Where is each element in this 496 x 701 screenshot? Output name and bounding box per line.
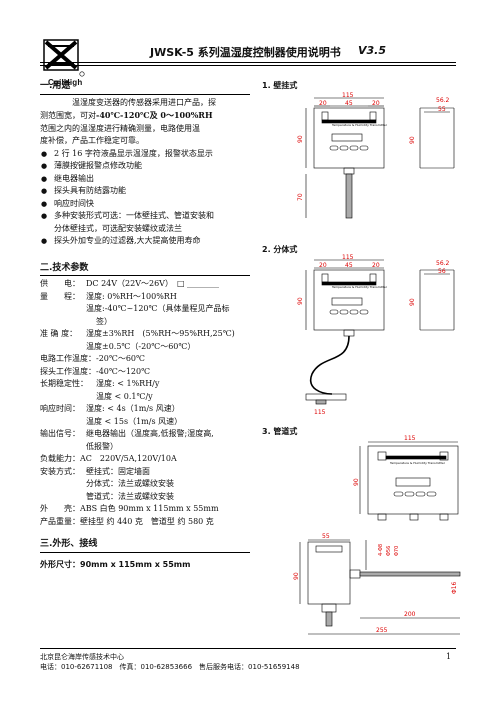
- spec-output: 输出信号：继电器输出（温度高,低报警;湿度高,: [40, 429, 214, 438]
- split-mount-drawing: 115 20 45 20 Temperature & Humidity Tran…: [297, 254, 455, 416]
- spec-range-temp-cont: 签）: [96, 316, 112, 326]
- svg-text:56.2: 56.2: [436, 260, 450, 267]
- svg-text:45: 45: [345, 262, 353, 269]
- svg-text:90: 90: [353, 478, 360, 486]
- spec-mount: 安装方式：壁挂式：固定墙面: [40, 466, 150, 476]
- svg-text:115: 115: [342, 92, 354, 99]
- feature-item: 2 行 16 字符液晶显示温湿度，报警状态显示: [41, 148, 250, 161]
- spec-stability: 长期稳定性：湿度: < 1%RH/y: [40, 379, 160, 388]
- document-title: JWSK-5 系列温湿度控制器使用说明书: [150, 46, 341, 59]
- header-rule: [40, 62, 456, 63]
- intro-line-3: 范围之内的温湿度进行精确测量，电路使用温: [40, 123, 200, 133]
- svg-text:55: 55: [438, 106, 446, 113]
- svg-text:55: 55: [322, 533, 330, 540]
- feature-item: 响应时间快: [41, 198, 250, 211]
- figure-caption-duct: 3. 管道式: [262, 427, 298, 436]
- spec-circuit-temp: 电路工作温度：-20℃～60℃: [40, 354, 145, 363]
- logo-text: CoilHigh: [48, 78, 83, 87]
- spec-probe-temp: 探头工作温度：-40℃～120℃: [40, 366, 151, 376]
- spec-load: 负载能力：AC 220V/5A,120V/10A: [40, 454, 177, 463]
- svg-text:20: 20: [372, 100, 380, 107]
- spec-accuracy-temp: 温度±0.5℃（-20℃～60℃）: [86, 341, 196, 351]
- feature-item: 薄膜按键报警点修改功能: [41, 160, 250, 173]
- figure-caption-split: 2. 分体式: [262, 245, 298, 254]
- figure-caption-wall: 1. 壁挂式: [262, 81, 298, 90]
- outline-size: 外形尺寸：90mm x 115mm x 55mm: [40, 559, 191, 569]
- spec-stability-temp: 温度 < 0.1℃/y: [96, 391, 153, 401]
- spec-power: 供 电：DC 24V（22V～26V） □ ________: [40, 279, 220, 288]
- svg-text:115: 115: [404, 435, 416, 442]
- spec-accuracy: 准 确 度：湿度±3%RH (5%RH～95%RH,25℃): [40, 329, 235, 338]
- header-rule-2: [40, 65, 456, 66]
- intro-line-2: 测范围宽，可对-40℃-120℃及 0～100%RH: [40, 110, 213, 120]
- svg-text:Temperature & Humidity Transmi: Temperature & Humidity Transmitter: [389, 461, 446, 465]
- feature-item: 继电器输出: [41, 173, 250, 186]
- section-outline-heading: 三.外形、接线: [40, 538, 250, 553]
- svg-text:90: 90: [297, 135, 304, 143]
- svg-text:Temperature & Humidity Transmi: Temperature & Humidity Transmitter: [331, 285, 388, 289]
- document-version: V3.5: [358, 44, 386, 57]
- left-column: 一.用途 温湿度变送器的传感器采用进口产品，探 测范围宽，可对-40℃-120℃…: [40, 80, 250, 571]
- spec-range-temp: 温度:-40℃~120℃（具体量程见产品标: [86, 304, 230, 313]
- footer: 北京昆仑海岸传感技术中心 电话：010-62671108 传真：010-6285…: [40, 652, 300, 672]
- svg-text:255: 255: [376, 627, 388, 634]
- section-specs-heading: 二.技术参数: [40, 262, 250, 276]
- section-purpose-heading: 一.用途: [40, 80, 250, 95]
- svg-text:90: 90: [293, 572, 300, 580]
- svg-text:20: 20: [372, 262, 380, 269]
- svg-text:20: 20: [319, 100, 327, 107]
- spec-mount-duct: 管道式：法兰或螺纹安装: [86, 491, 174, 501]
- feature-list: 2 行 16 字符液晶显示温湿度，报警状态显示 薄膜按键报警点修改功能 继电器输…: [40, 148, 250, 223]
- svg-text:200: 200: [404, 611, 416, 618]
- feature-list-2: 探头外加专业的过滤器,大大提高使用寿命: [40, 235, 250, 248]
- svg-text:90: 90: [297, 297, 304, 305]
- spec-mount-split: 分体式：法兰或螺纹安装: [86, 479, 174, 488]
- svg-text:Φ16: Φ16: [451, 581, 458, 594]
- duct-mount-drawing: 115 Temperature & Humidity Transmitter 9…: [293, 435, 461, 635]
- intro-line-4: 度补偿，产品工作稳定可靠。: [40, 136, 144, 145]
- feature-item: 探头外加专业的过滤器,大大提高使用寿命: [41, 235, 250, 248]
- spec-response: 响应时间：湿度: < 4s（1m/s 风速）: [40, 404, 180, 413]
- svg-text:4-Φ8: 4-Φ8: [378, 544, 384, 556]
- svg-text:90: 90: [409, 298, 416, 306]
- spec-output-cont: 低报警）: [86, 441, 118, 451]
- feature-item: 探头具有防结露功能: [41, 185, 250, 198]
- wall-mount-drawing: 115 20 45 20 Temperature & Humidity Tran…: [297, 92, 455, 219]
- footer-rule: [40, 648, 456, 649]
- intro-range: -40℃-120℃及 0～100%RH: [96, 110, 213, 120]
- svg-text:56: 56: [438, 268, 446, 275]
- svg-text:20: 20: [319, 262, 327, 269]
- spec-range: 量 程：湿度: 0%RH～100%RH: [40, 291, 177, 301]
- spec-weight: 产品重量：壁挂型 约 440 克 管道型 约 580 克: [40, 516, 214, 526]
- svg-text:45: 45: [345, 100, 353, 107]
- svg-text:70: 70: [297, 193, 304, 201]
- spec-shell: 外 壳：ABS 白色 90mm x 115mm x 55mm: [40, 504, 219, 513]
- page-number: 1: [446, 652, 452, 661]
- svg-text:90: 90: [409, 136, 416, 144]
- spec-response-temp: 温度 < 15s（1m/s 风速）: [86, 416, 183, 426]
- feature-item: 多种安装形式可选：一体壁挂式、管道安装和: [41, 210, 250, 223]
- intro-line-1: 温湿度变送器的传感器采用进口产品，探: [72, 97, 216, 107]
- svg-text:56.2: 56.2: [436, 97, 450, 104]
- svg-text:115: 115: [314, 409, 326, 416]
- svg-text:115: 115: [342, 254, 354, 261]
- feature-item-cont: 分体壁挂式，可选配安装螺纹或法兰: [54, 223, 182, 233]
- footer-contact: 电话：010-62671108 传真：010-62853666 售后服务电话：0…: [40, 663, 300, 671]
- footer-company: 北京昆仑海岸传感技术中心: [40, 653, 124, 661]
- svg-text:Temperature & Humidity Transmi: Temperature & Humidity Transmitter: [331, 123, 388, 127]
- svg-text:Φ70: Φ70: [394, 546, 400, 556]
- svg-text:Φ56: Φ56: [386, 546, 392, 556]
